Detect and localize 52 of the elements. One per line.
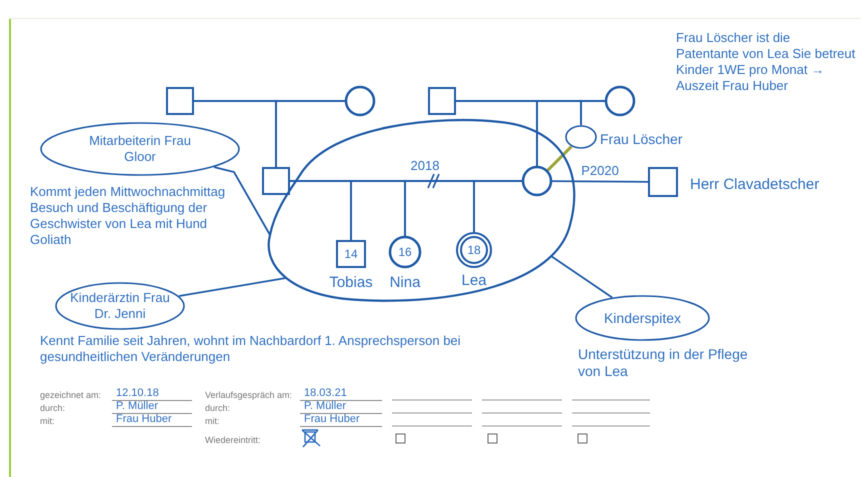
- note-text: Kommt jeden Mittwochnachmittag Besuch und Beschäftigung der Geschwister von Lea mit Hund Goliath: [30, 184, 226, 248]
- note-text: Frau Löscher ist die Patentante von Lea Sie betreut Kinder 1WE pro Monat → Auszeit Frau Huber: [676, 30, 856, 94]
- connector-line: [473, 180, 522, 232]
- double-circle-symbol: [456, 232, 492, 268]
- note-text: Unterstützung in der Pflege von Lea: [578, 346, 749, 380]
- handwritten-entry: Frau Huber: [300, 413, 382, 427]
- person-name: Frau Löscher: [600, 130, 684, 149]
- connector-line: [580, 100, 605, 125]
- oval-symbol: [575, 295, 710, 341]
- circle-symbol: [605, 86, 635, 116]
- connector-line: [178, 277, 286, 297]
- connector-line: [275, 100, 345, 167]
- age-number: 18: [467, 242, 481, 259]
- edge-label: 2018: [408, 158, 442, 173]
- form-label: gezeichnet am:: [40, 389, 102, 401]
- circle-symbol: [345, 86, 375, 116]
- handwritten-entry: P. Müller: [112, 400, 192, 414]
- connector-line: [550, 255, 613, 298]
- handwritten-entry: 12.10.18: [112, 387, 192, 401]
- form-label: durch:: [205, 402, 232, 414]
- age-number: 16: [398, 244, 412, 261]
- oval-symbol: [565, 125, 597, 149]
- person-name: Nina: [388, 273, 422, 293]
- form-label: mit:: [40, 415, 56, 427]
- square-symbol: [648, 167, 678, 197]
- square-symbol: [262, 167, 290, 195]
- edge-label: P2020: [579, 163, 621, 178]
- form-label: Verlaufsgespräch am:: [205, 389, 294, 401]
- circle-symbol: [389, 236, 421, 268]
- person-name: Herr Clavadetscher: [690, 175, 820, 195]
- form-label: durch:: [40, 402, 66, 414]
- connector-line: [214, 166, 271, 236]
- age-number: 14: [344, 246, 358, 263]
- handwritten-entry: 18.03.21: [300, 387, 382, 401]
- square-symbol: [428, 87, 456, 115]
- person-name: Lea: [460, 271, 488, 291]
- form-label: Wiedereintritt:: [205, 434, 262, 446]
- handwritten-entry: Frau Huber: [112, 413, 192, 427]
- oval-label: Mitarbeiterin Frau Gloor: [88, 133, 192, 165]
- connector-line: [552, 180, 648, 183]
- circle-symbol: [522, 166, 552, 196]
- square-symbol: [166, 87, 194, 115]
- note-text: Kennt Familie seit Jahren, wohnt im Nachbardorf 1. Ansprechsperson bei gesundheitlichen Veränderungen: [40, 333, 462, 365]
- oval-symbol: [55, 282, 185, 330]
- oval-symbol: [40, 122, 240, 176]
- oval-label: Kinderärztin Frau Dr. Jenni: [69, 290, 171, 322]
- person-name: Tobias: [328, 273, 374, 293]
- form-label: mit:: [205, 415, 220, 427]
- relationship-line: [546, 146, 572, 172]
- square-symbol: [336, 240, 366, 268]
- handwritten-entry: P. Müller: [300, 400, 382, 414]
- oval-label: Kinderspitex: [604, 310, 682, 326]
